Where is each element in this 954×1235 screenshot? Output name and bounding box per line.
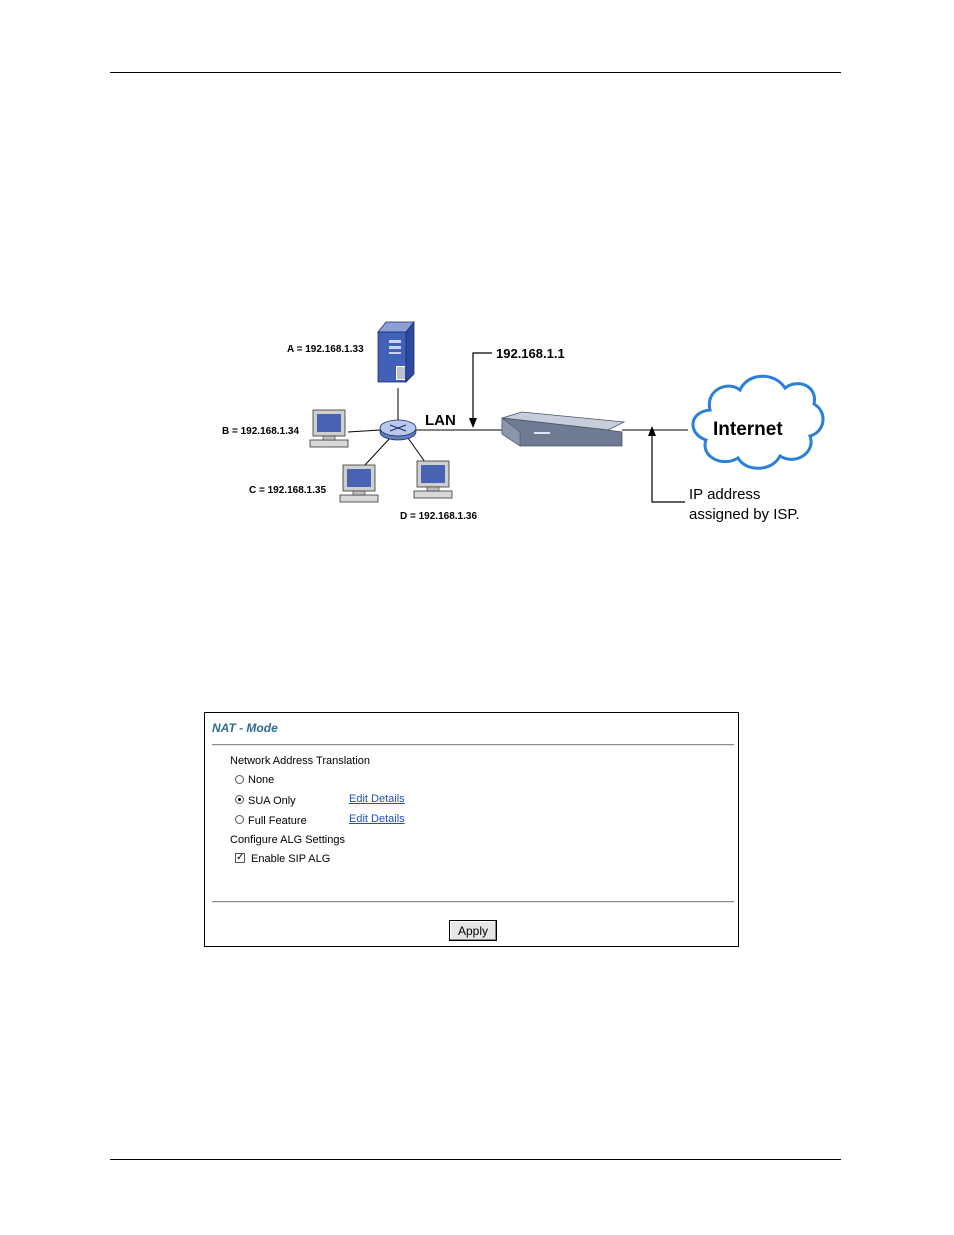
link-pcc-hub (365, 438, 390, 465)
isp-label-line1: IP address (689, 486, 760, 503)
alg-section-label: Configure ALG Settings (230, 834, 345, 846)
panel-title: NAT - Mode (212, 721, 278, 735)
server-icon (378, 322, 414, 382)
radio-full-feature-label: Full Feature (248, 815, 307, 827)
sip-alg-checkbox[interactable]: ✓ (235, 853, 245, 863)
radio-sua-only-label: SUA Only (248, 795, 296, 807)
nat-section-label: Network Address Translation (230, 755, 370, 767)
nat-mode-panel: NAT - Mode Network Address Translation N… (204, 712, 739, 947)
apply-button[interactable]: Apply (449, 920, 497, 941)
router-ip-arrow (473, 353, 492, 426)
full-feature-edit-details-link[interactable]: Edit Details (349, 813, 405, 825)
router-device-icon (502, 412, 624, 446)
sua-edit-details-link[interactable]: Edit Details (349, 793, 405, 805)
nat-network-diagram: A = 192.168.1.33 B = 192.168.1.34 C = 19… (200, 310, 840, 540)
radio-none-label: None (248, 774, 274, 786)
footer-rule (110, 1159, 841, 1160)
title-separator (212, 744, 734, 746)
link-pcd-hub (408, 438, 425, 462)
radio-sua-only[interactable] (235, 795, 244, 804)
isp-ip-arrow (652, 435, 685, 502)
pc-b-icon (310, 410, 348, 447)
header-rule (110, 72, 841, 73)
router-ip-label: 192.168.1.1 (496, 346, 565, 361)
pc-d-icon (414, 461, 452, 498)
host-b-label: B = 192.168.1.34 (222, 426, 299, 437)
lan-label: LAN (425, 412, 456, 429)
internet-label: Internet (713, 419, 783, 440)
host-a-label: A = 192.168.1.33 (287, 344, 364, 355)
host-d-label: D = 192.168.1.36 (400, 511, 477, 522)
sip-alg-label: Enable SIP ALG (251, 853, 330, 865)
radio-full-feature[interactable] (235, 815, 244, 824)
radio-none[interactable] (235, 775, 244, 784)
pc-c-icon (340, 465, 378, 502)
isp-label-line2: assigned by ISP. (689, 506, 800, 523)
host-c-label: C = 192.168.1.35 (249, 485, 326, 496)
link-pcb-hub (348, 430, 380, 432)
hub-icon (380, 420, 416, 440)
footer-separator (212, 901, 734, 903)
